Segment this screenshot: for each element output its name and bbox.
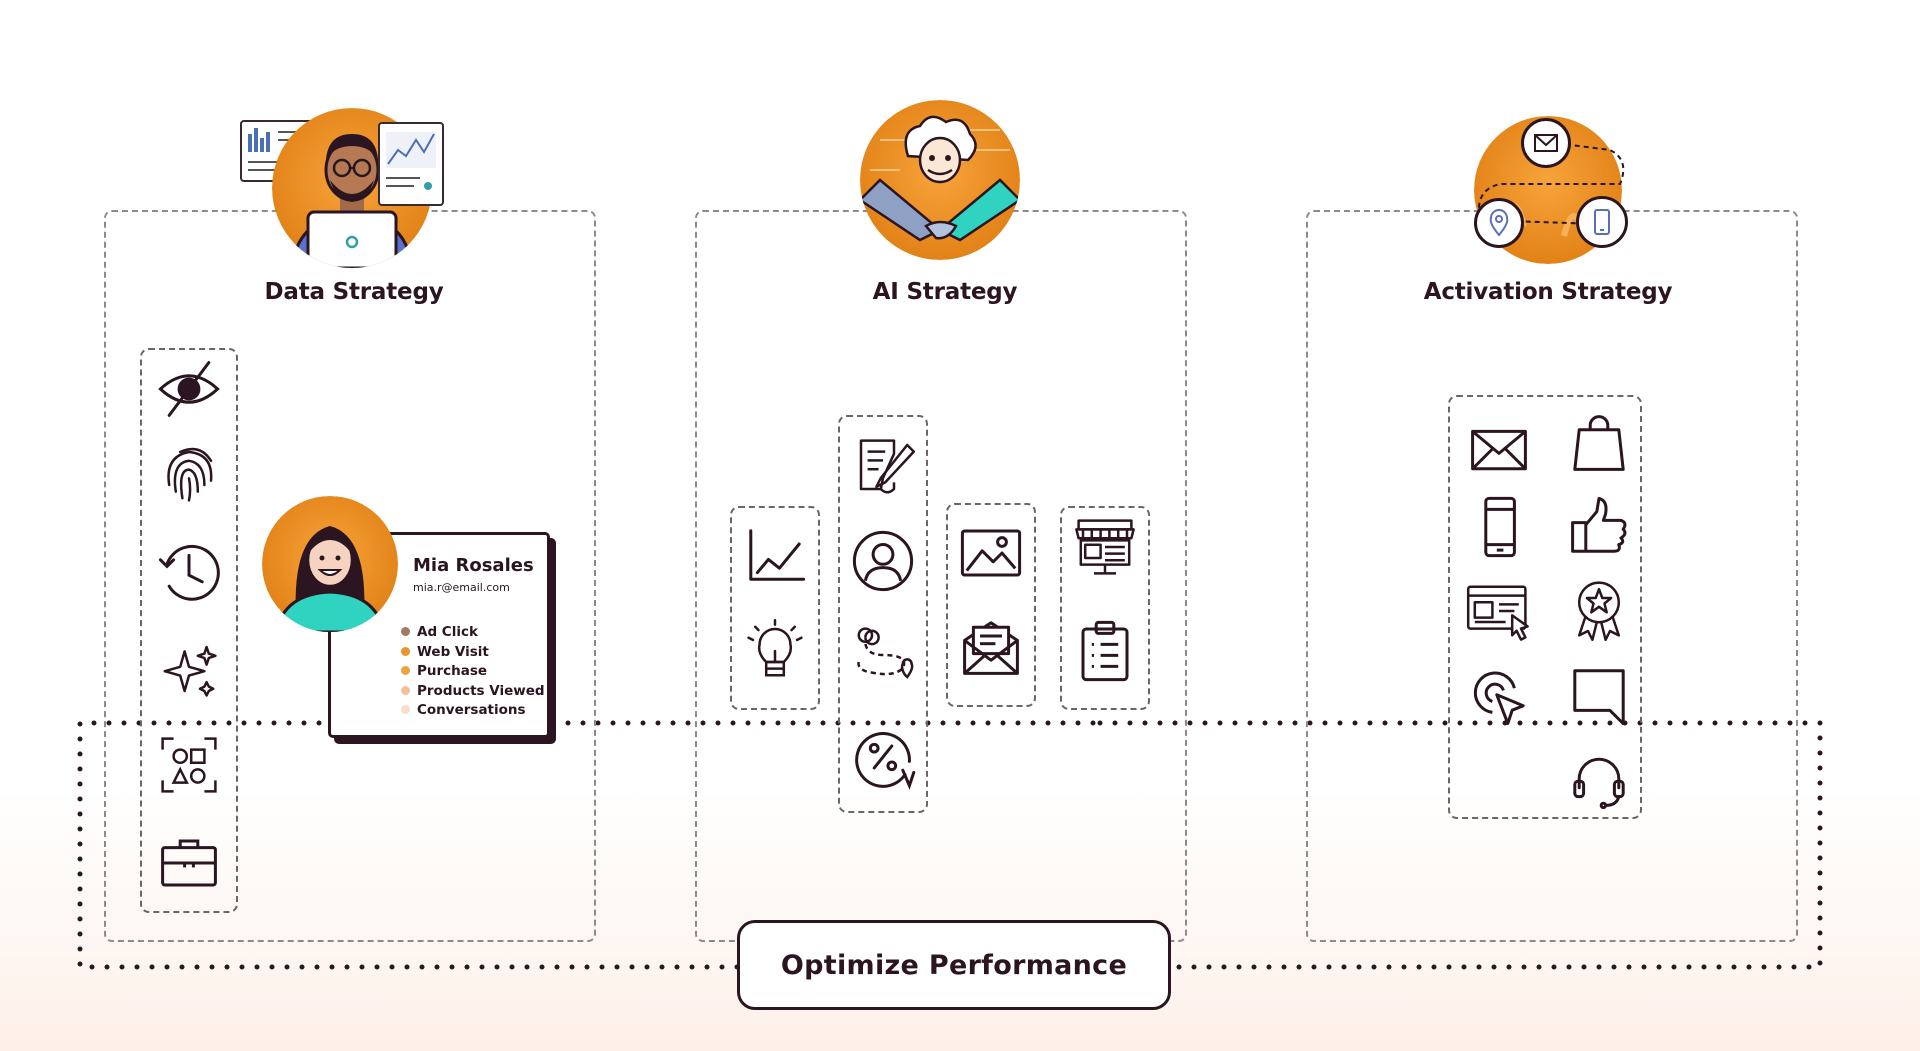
fingerprint-icon [156,441,222,507]
channel-mail-bubble [1521,118,1571,168]
shopping-bag-icon [1566,410,1632,476]
event-label-ad-click: Ad Click [417,624,478,640]
data-icon-strip [140,348,238,913]
event-dot-3 [401,666,410,675]
image-icon [958,520,1024,586]
panel-title-activation-strategy: Activation Strategy [1423,279,1673,305]
ai-strip-4 [1060,506,1150,710]
dashboard-card-right [378,122,444,206]
lightbulb-icon [742,618,808,684]
mail-icon [1466,416,1532,482]
ai-strategist-avatar [860,100,1020,260]
activation-icon-strip [1448,395,1642,819]
event-item: Purchase [401,662,545,682]
customer-avatar [262,496,398,632]
channel-mobile-bubble [1576,196,1628,248]
event-item: Conversations [401,701,545,721]
shapes-scan-icon [156,732,222,798]
event-label-purchase: Purchase [417,663,488,679]
user-icon [850,528,916,594]
ai-strip-3 [946,503,1036,707]
ai-strip-1 [730,506,820,710]
event-item: Ad Click [401,623,545,643]
event-item: Products Viewed [401,682,545,702]
web-page-icon [1466,578,1532,644]
storefront-icon [1072,514,1138,580]
mail-letter-icon [958,614,1024,680]
document-edit-icon [850,434,916,500]
mobile-icon [1466,494,1532,560]
channel-location-bubble [1474,198,1524,248]
briefcase-icon [156,830,222,896]
event-label-web-visit: Web Visit [417,643,489,660]
panel-title-data-strategy: Data Strategy [264,279,444,305]
event-item: Web Visit [401,643,545,663]
sparkles-icon [156,636,222,702]
event-list: Ad Click Web Visit Purchase Products Vie… [401,623,545,721]
ai-strip-2 [838,415,928,813]
click-icon [1466,664,1532,730]
percent-icon [850,724,916,790]
profile-name: Mia Rosales [413,555,534,576]
event-dot-4 [401,685,410,695]
event-dot-2 [401,646,410,656]
headset-icon [1566,746,1632,812]
thumbs-up-icon [1566,494,1632,560]
eye-slash-icon [156,356,222,422]
profile-email: mia.r@email.com [413,581,510,594]
event-dot-5 [401,705,410,714]
event-label-conversations: Conversations [417,702,526,718]
clipboard-icon [1072,618,1138,684]
event-dot-1 [401,627,410,636]
route-icon [850,622,916,688]
history-icon [156,540,222,606]
panel-title-ai-strategy: AI Strategy [872,279,1018,305]
event-label-products-viewed: Products Viewed [417,682,545,699]
optimize-performance-box: Optimize Performance [737,920,1171,1010]
line-chart-icon [742,522,808,588]
award-icon [1566,576,1632,642]
chat-icon [1566,662,1632,728]
